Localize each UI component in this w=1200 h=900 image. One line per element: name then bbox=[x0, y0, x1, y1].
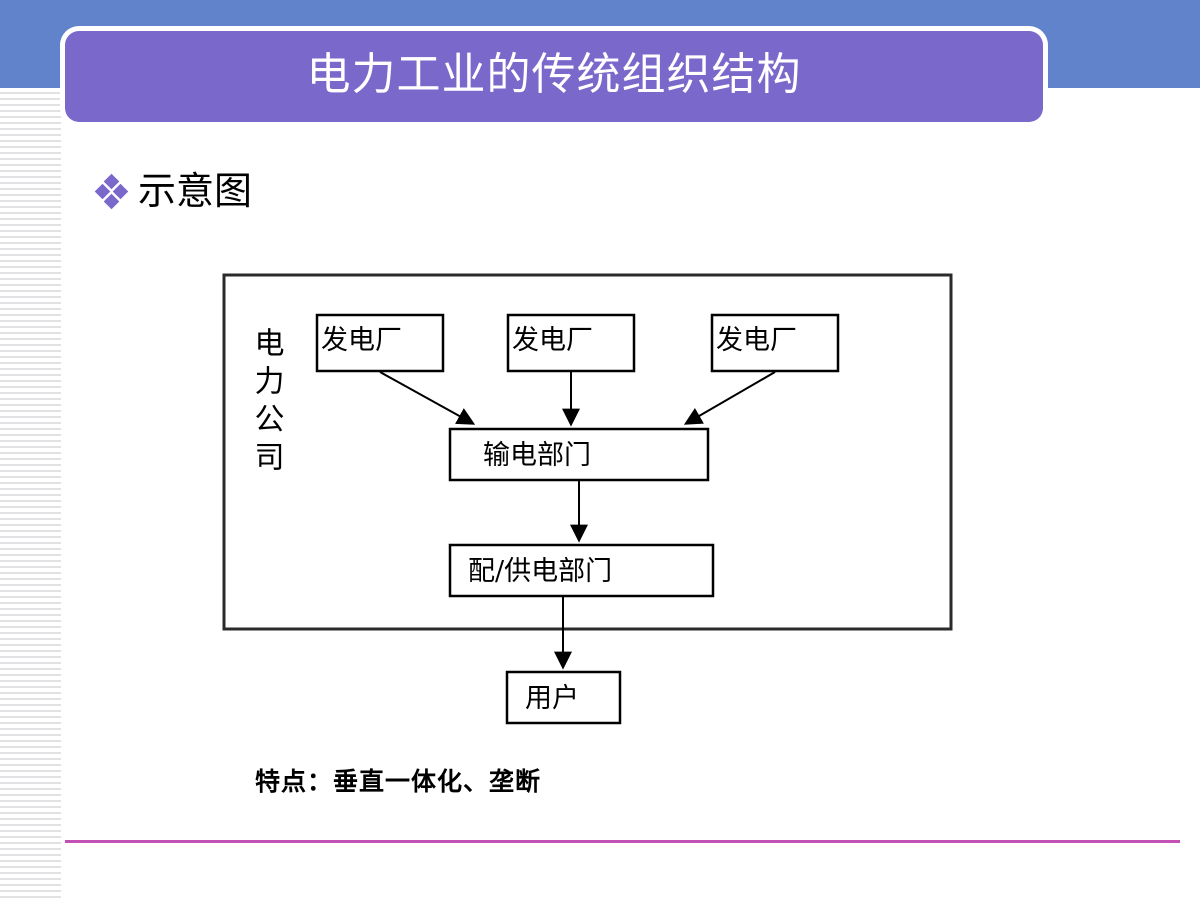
node-label-distribution: 配/供电部门 bbox=[468, 556, 613, 587]
node-label-transmission: 输电部门 bbox=[483, 440, 591, 471]
company-group-label: 电力公司 bbox=[248, 327, 284, 479]
node-label-gen2: 发电厂 bbox=[512, 325, 593, 356]
section-heading-label: 示意图 bbox=[138, 169, 253, 213]
edge-gen3-transmission bbox=[683, 371, 776, 425]
node-box-transmission bbox=[448, 427, 710, 482]
node-box-gen2 bbox=[506, 313, 636, 373]
left-stripe-decoration bbox=[0, 88, 63, 900]
diagram-caption: 特点：垂直一体化、垄断 bbox=[255, 767, 542, 796]
slide-title-bar: 电力工业的传统组织结构 bbox=[65, 31, 1043, 122]
edge-gen1-transmission bbox=[379, 371, 476, 425]
section-heading: 示意图 bbox=[94, 169, 253, 213]
organization-diagram: 电力公司 发电厂 发电厂 发电厂 输电部门 配/供电部门 用户 bbox=[200, 255, 1000, 755]
node-box-gen3 bbox=[710, 313, 840, 373]
diagram-svg bbox=[222, 273, 953, 725]
node-box-customer bbox=[505, 670, 622, 725]
footer-divider bbox=[65, 840, 1180, 843]
node-label-gen1: 发电厂 bbox=[321, 325, 402, 356]
diamond-cluster-icon bbox=[94, 173, 129, 210]
node-label-customer: 用户 bbox=[525, 683, 579, 714]
node-box-gen1 bbox=[315, 313, 445, 373]
node-label-gen3: 发电厂 bbox=[716, 325, 797, 356]
page-title: 电力工业的传统组织结构 bbox=[306, 48, 802, 100]
node-box-distribution bbox=[448, 543, 715, 598]
company-boundary-box bbox=[222, 273, 953, 631]
